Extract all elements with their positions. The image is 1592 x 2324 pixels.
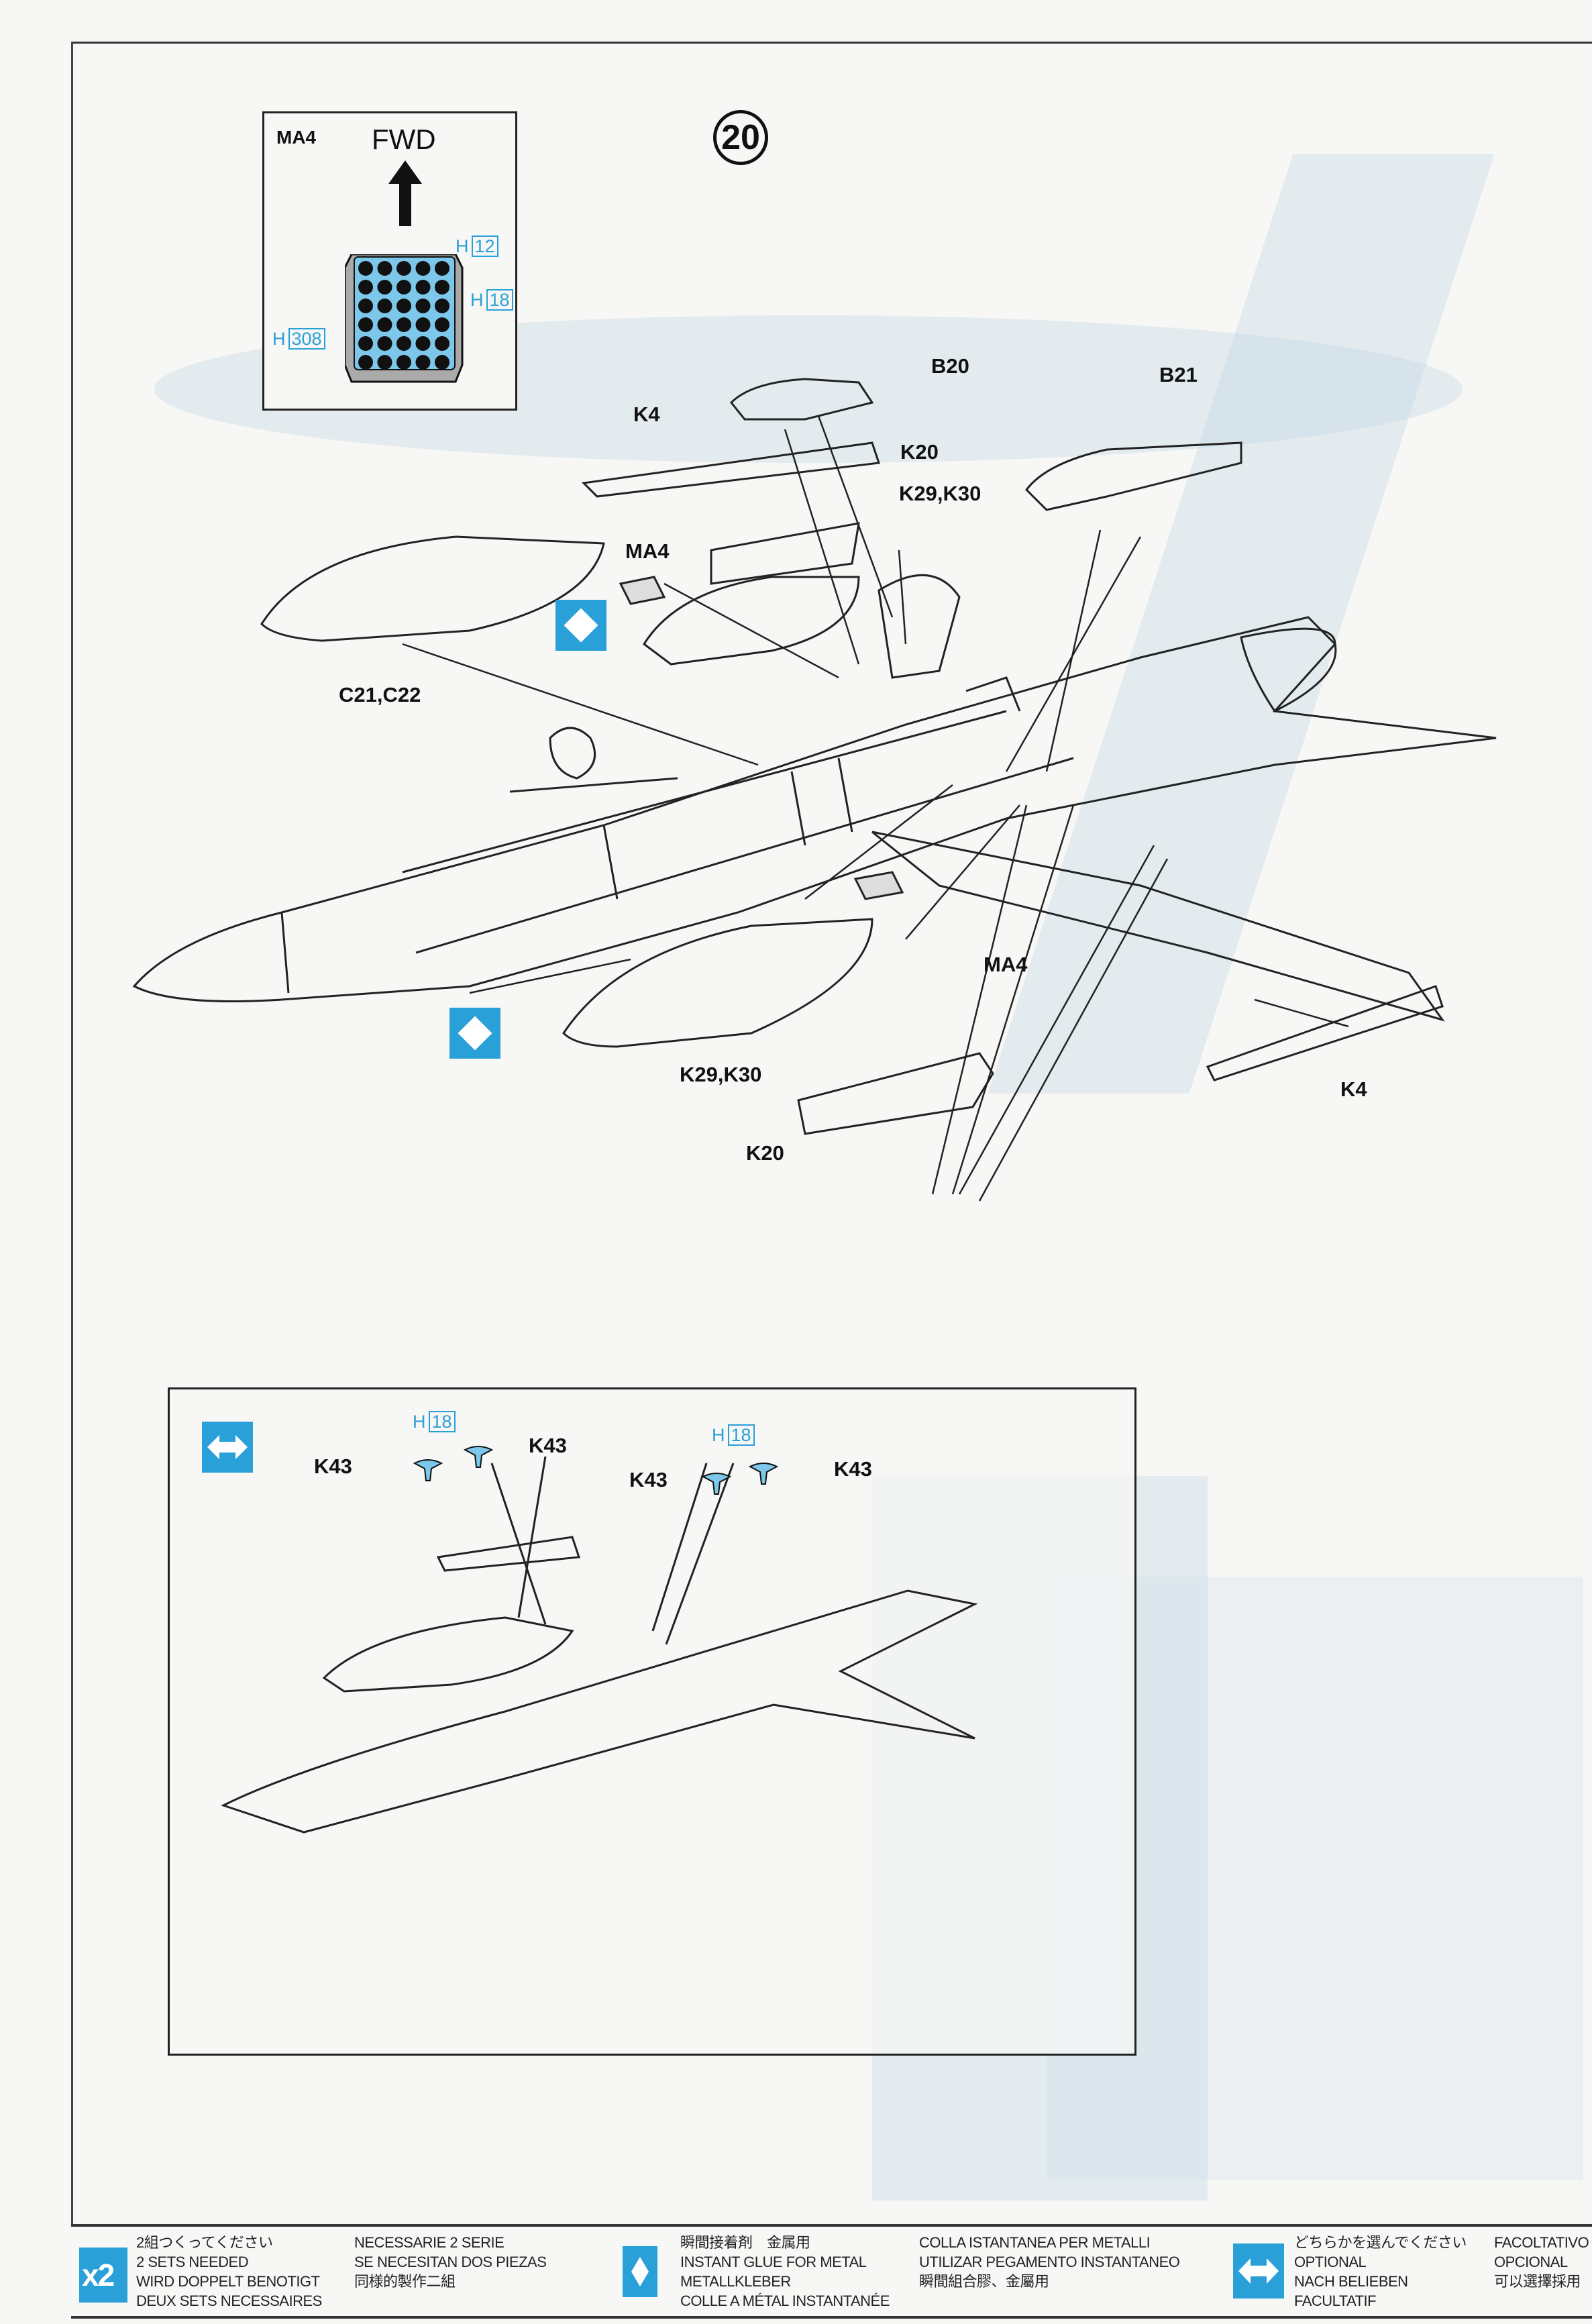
perforation-hole bbox=[396, 299, 411, 313]
fwd-label: FWD bbox=[372, 123, 436, 155]
missile-k4-lower bbox=[1206, 985, 1444, 1081]
step-number: 20 bbox=[713, 110, 768, 165]
pylon-k20-upper bbox=[710, 522, 860, 585]
k43-part-icon bbox=[748, 1463, 779, 1485]
callout-ma4-bottom: MA4 bbox=[984, 953, 1028, 976]
perforation-hole bbox=[396, 336, 411, 351]
k43-part-icon bbox=[413, 1459, 443, 1481]
callout-c21-c22: C21,C22 bbox=[339, 683, 421, 706]
perforation-hole bbox=[358, 261, 373, 276]
perforation-hole bbox=[358, 317, 373, 332]
perforation-hole bbox=[415, 280, 431, 295]
callout-k4-top: K4 bbox=[633, 403, 660, 426]
callout-k20-bottom: K20 bbox=[746, 1141, 784, 1165]
instant-glue-icon bbox=[449, 1008, 500, 1059]
missile-k4-upper bbox=[581, 441, 881, 498]
optional-legend-icon bbox=[1233, 2243, 1284, 2299]
page-frame-left bbox=[71, 42, 73, 2224]
perforation-hole bbox=[377, 336, 392, 351]
callout-ma4-top: MA4 bbox=[625, 539, 670, 563]
perforation-hole bbox=[435, 299, 449, 313]
optional-assembly-drawing bbox=[221, 1456, 978, 1834]
legend-divider-bottom bbox=[71, 2316, 1592, 2319]
fuselage bbox=[132, 616, 1497, 1002]
wing bbox=[871, 831, 1445, 1022]
pod-b21 bbox=[1025, 441, 1242, 511]
perforation-hole bbox=[377, 261, 392, 276]
callout-k43: K43 bbox=[629, 1468, 668, 1491]
callout-k29-k30-bottom: K29,K30 bbox=[680, 1063, 762, 1086]
perforation-hole bbox=[358, 299, 373, 313]
perforation-hole bbox=[415, 299, 431, 313]
instant-glue-legend-icon bbox=[623, 2246, 657, 2297]
perforation-hole bbox=[377, 355, 392, 370]
legend-divider-top bbox=[71, 2224, 1592, 2227]
fuel-tank-upper bbox=[642, 576, 860, 666]
perforation-hole bbox=[415, 336, 431, 351]
k43-part-icon bbox=[701, 1473, 732, 1495]
ma4-plate-top bbox=[619, 576, 666, 605]
fwd-arrow-icon bbox=[388, 160, 422, 226]
instant-glue-icon bbox=[555, 600, 606, 651]
callout-k43: K43 bbox=[314, 1455, 352, 1478]
pod-b20 bbox=[729, 378, 874, 421]
perforation-hole bbox=[435, 261, 449, 276]
perforation-hole bbox=[435, 336, 449, 351]
perforation-hole bbox=[377, 299, 392, 313]
callout-b20: B20 bbox=[931, 354, 969, 378]
perforation-hole bbox=[377, 317, 392, 332]
perforation-hole bbox=[358, 280, 373, 295]
callout-k29-k30-top: K29,K30 bbox=[899, 482, 981, 505]
fuselage-panel-lines bbox=[280, 710, 1074, 994]
callout-k20-top: K20 bbox=[900, 440, 939, 464]
callout-k43: K43 bbox=[834, 1457, 872, 1481]
perforation-hole bbox=[396, 355, 411, 370]
callout-k43: K43 bbox=[529, 1434, 567, 1457]
perforation-hole bbox=[358, 336, 373, 351]
perforation-hole bbox=[435, 280, 449, 295]
perforation-hole bbox=[435, 355, 449, 370]
perforation-hole bbox=[415, 355, 431, 370]
perforation-hole bbox=[377, 280, 392, 295]
perforation-hole bbox=[396, 317, 411, 332]
ma4-plate-bottom bbox=[853, 871, 904, 900]
perforation-hole bbox=[435, 317, 449, 332]
pylon-k20-lower bbox=[797, 1052, 994, 1135]
nose-gear-left bbox=[509, 727, 678, 793]
inset-part-label: MA4 bbox=[276, 127, 317, 148]
callout-b21: B21 bbox=[1159, 363, 1198, 386]
seat-and-pilot bbox=[878, 574, 1021, 712]
page-frame-top bbox=[71, 42, 1592, 44]
perforation-hole bbox=[415, 317, 431, 332]
perforation-hole bbox=[396, 261, 411, 276]
two-sets-icon: x2 bbox=[79, 2248, 127, 2303]
metal-plate-diagram bbox=[345, 254, 464, 383]
fuel-tank-left bbox=[260, 535, 605, 642]
perforation-hole bbox=[358, 355, 373, 370]
engine-intake bbox=[1240, 627, 1337, 712]
optional-icon bbox=[202, 1422, 253, 1473]
perforation-hole bbox=[396, 280, 411, 295]
callout-k4-bottom: K4 bbox=[1340, 1077, 1367, 1101]
leader-lines bbox=[402, 415, 1349, 1202]
k43-part-icon bbox=[463, 1446, 494, 1468]
fuel-tank-lower bbox=[562, 918, 873, 1048]
perforation-hole bbox=[415, 261, 431, 276]
